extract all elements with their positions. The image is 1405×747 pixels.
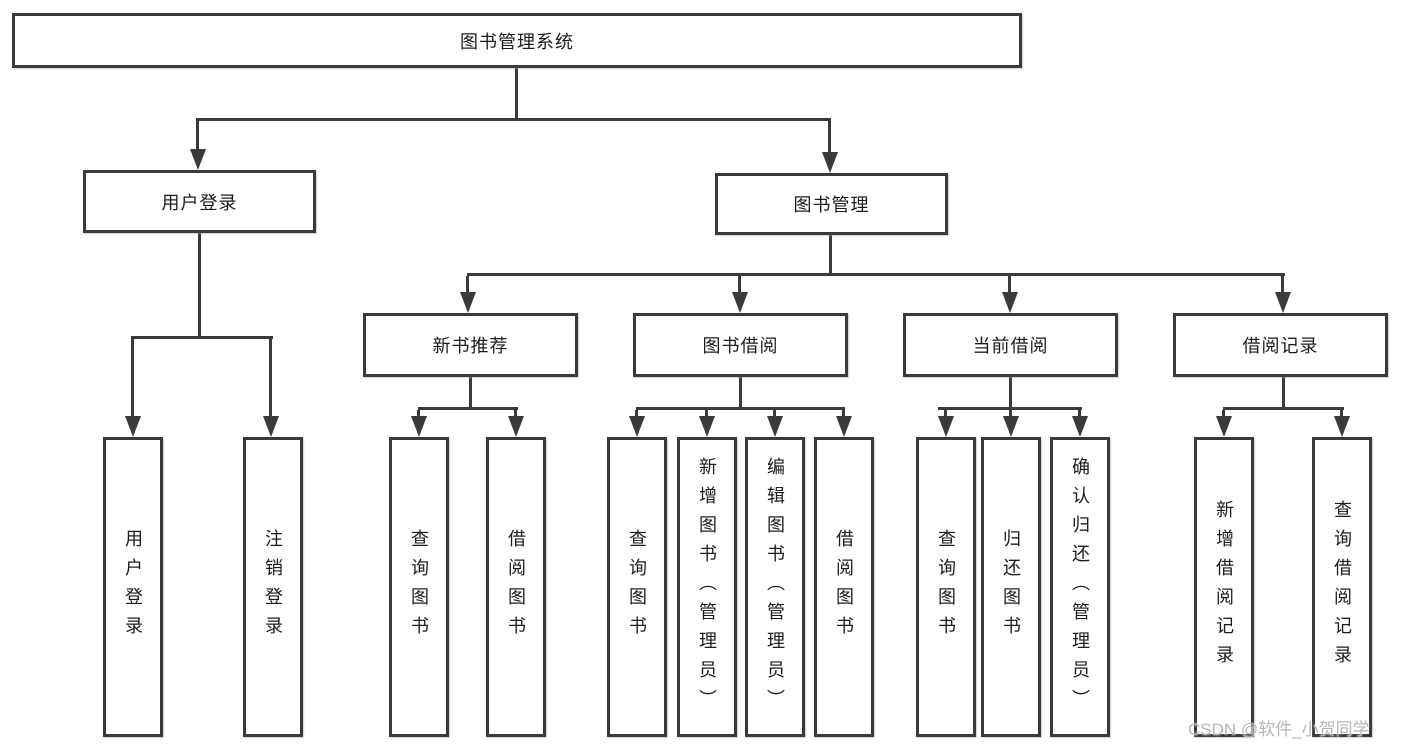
connector-book-mgmt-stem (829, 235, 832, 276)
node-new-book-recommend: 新书推荐 (363, 313, 578, 377)
leaf-borrowing-query-books-label: 查询图书 (627, 529, 647, 645)
arrow-recommend-query (411, 410, 427, 437)
node-book-borrowing: 图书借阅 (633, 313, 848, 377)
leaf-recommend-borrow-books: 借阅图书 (486, 437, 546, 737)
connector-recommend-branch (418, 407, 518, 410)
arrow-to-book-borrowing (732, 276, 748, 313)
leaf-records-add-record: 新增借阅记录 (1194, 437, 1254, 737)
arrow-to-borrow-records (1275, 276, 1291, 313)
arrow-current-confirm (1072, 410, 1088, 437)
connector-records-stem (1282, 377, 1285, 410)
arrow-to-book-management (822, 118, 838, 173)
arrow-borrowing-borrow (836, 410, 852, 437)
connector-current-stem (1009, 377, 1012, 410)
leaf-borrowing-borrow-books-label: 借阅图书 (834, 529, 854, 645)
leaf-recommend-query-books-label: 查询图书 (409, 529, 429, 645)
leaf-borrowing-borrow-books: 借阅图书 (814, 437, 874, 737)
arrow-borrowing-add (699, 410, 715, 437)
node-library-management-system: 图书管理系统 (12, 13, 1022, 68)
arrow-current-query (938, 410, 954, 437)
connector-borrowing-stem (739, 377, 742, 410)
arrow-to-current-borrowing (1002, 276, 1018, 313)
connector-user-login-stem (198, 233, 201, 336)
leaf-current-confirm-return-admin: 确认归还（管理员） (1050, 437, 1110, 737)
leaf-current-query-books-label: 查询图书 (936, 529, 956, 645)
leaf-records-query-record-label: 查询借阅记录 (1332, 500, 1352, 674)
connector-borrowing-branch (636, 407, 845, 410)
leaf-records-query-record: 查询借阅记录 (1312, 437, 1372, 737)
leaf-current-query-books: 查询图书 (916, 437, 976, 737)
connector-root-stem (515, 68, 518, 118)
leaf-user-login: 用户登录 (103, 437, 163, 737)
connector-current-branch (938, 407, 1082, 410)
arrow-to-new-book-recommend (460, 276, 476, 313)
connector-records-branch (1223, 407, 1344, 410)
connector-root-branch (197, 118, 831, 121)
arrow-to-user-login (190, 118, 206, 170)
node-user-login: 用户登录 (83, 170, 316, 233)
connector-recommend-stem (469, 377, 472, 410)
node-borrow-records: 借阅记录 (1173, 313, 1388, 377)
leaf-borrowing-add-books-admin-label: 新增图书（管理员） (697, 456, 717, 718)
leaf-logout-login: 注销登录 (243, 437, 303, 737)
leaf-records-add-record-label: 新增借阅记录 (1214, 500, 1234, 674)
leaf-borrowing-edit-books-admin-label: 编辑图书（管理员） (765, 456, 785, 718)
connector-user-login-branch (132, 336, 273, 339)
arrow-records-query (1334, 410, 1350, 437)
arrow-borrowing-edit (767, 410, 783, 437)
leaf-recommend-query-books: 查询图书 (389, 437, 449, 737)
leaf-logout-login-label: 注销登录 (263, 529, 283, 645)
node-book-management: 图书管理 (715, 173, 948, 235)
leaf-recommend-borrow-books-label: 借阅图书 (506, 529, 526, 645)
leaf-borrowing-add-books-admin: 新增图书（管理员） (677, 437, 737, 737)
leaf-borrowing-edit-books-admin: 编辑图书（管理员） (745, 437, 805, 737)
leaf-current-confirm-return-admin-label: 确认归还（管理员） (1070, 456, 1090, 718)
arrow-to-leaf-user-login (125, 336, 141, 437)
arrow-records-add (1216, 410, 1232, 437)
node-current-borrowing: 当前借阅 (903, 313, 1118, 377)
csdn-watermark: CSDN @软件_小贺同学 (1188, 720, 1370, 739)
arrow-to-leaf-logout (263, 336, 279, 437)
arrow-borrowing-query (629, 410, 645, 437)
arrow-current-return (1003, 410, 1019, 437)
leaf-user-login-label: 用户登录 (123, 529, 143, 645)
arrow-recommend-borrow (508, 410, 524, 437)
connector-book-mgmt-branch (467, 273, 1285, 276)
leaf-borrowing-query-books: 查询图书 (607, 437, 667, 737)
leaf-current-return-books-label: 归还图书 (1001, 529, 1021, 645)
leaf-current-return-books: 归还图书 (981, 437, 1041, 737)
